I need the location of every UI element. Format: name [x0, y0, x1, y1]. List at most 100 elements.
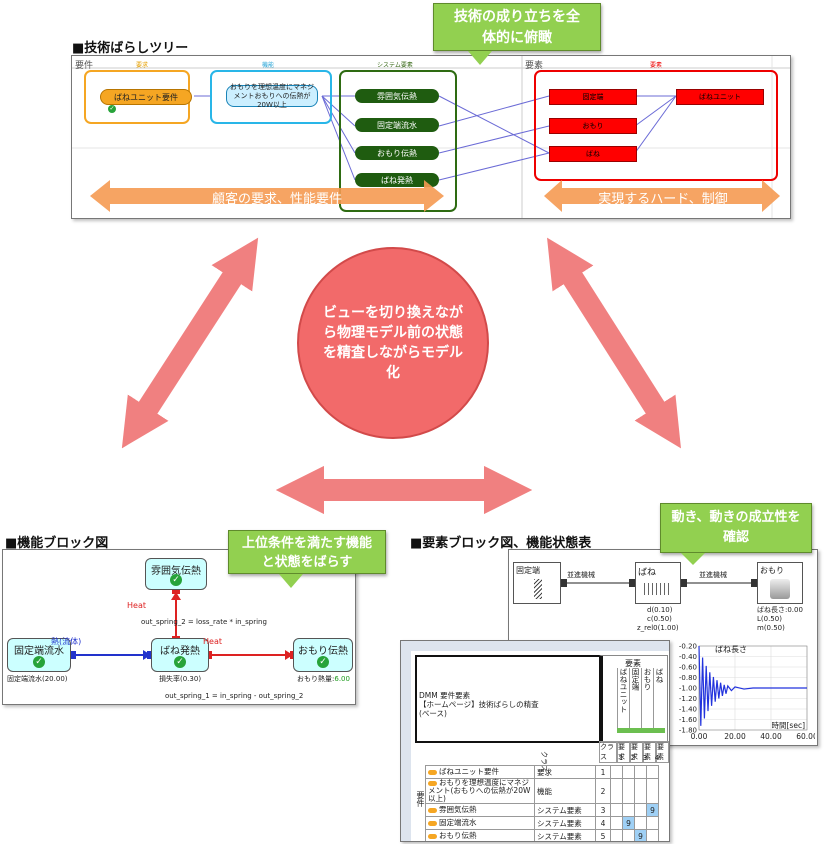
elem-node-label: 固定端	[582, 93, 604, 101]
series-line	[698, 645, 807, 726]
hatch-icon	[534, 579, 542, 599]
sys-group	[339, 70, 457, 212]
row-mark[interactable]	[622, 765, 635, 779]
row-mark[interactable]	[610, 778, 623, 804]
req-node[interactable]: ばねユニット要件	[100, 89, 192, 105]
elem-callout: 動き、動きの成立性を確認	[660, 503, 812, 565]
sys-node-2[interactable]: おもり伝熱	[355, 146, 439, 160]
weight-icon	[770, 579, 790, 599]
tree-callout: 技術の成り立ちを全体的に俯瞰	[433, 3, 601, 65]
sys-node-label: 固定端流水	[377, 120, 417, 130]
row-mark[interactable]	[634, 778, 647, 804]
elem-block-weight[interactable]: おもり	[757, 562, 803, 604]
col-group-label: 要素	[625, 659, 641, 668]
check-icon: ✓	[170, 574, 182, 586]
row-mark[interactable]	[610, 816, 623, 830]
spring-length-chart: -0.20-0.40-0.60-0.80-1.00-1.20-1.40-1.60…	[679, 643, 815, 742]
row-mark[interactable]	[634, 816, 647, 830]
elem-node-3[interactable]: ばね	[549, 146, 637, 162]
row-mark[interactable]	[634, 765, 647, 779]
row-name-text: 固定端流水	[439, 818, 477, 827]
row-mark[interactable]	[610, 765, 623, 779]
row-mark[interactable]	[610, 829, 623, 841]
row-mark[interactable]	[610, 803, 623, 817]
check-icon: ✓	[317, 656, 329, 668]
vert-col-headers: ばねユニット 固定端 おもり ばね	[617, 668, 665, 728]
row-mark[interactable]	[622, 829, 635, 841]
weight-params: ばね長さ:0.00 L(0.50) m(0.50)	[757, 606, 803, 633]
func-block-top[interactable]: 雰囲気伝熱 ✓	[145, 558, 207, 590]
vert-col: おもり	[641, 668, 653, 728]
port-icon	[751, 579, 759, 587]
left-band-label: 顧客の要求、性能要件	[211, 192, 342, 207]
row-mark[interactable]: 9	[634, 829, 647, 841]
tree-bands	[90, 180, 780, 212]
row-mark[interactable]: 9	[622, 816, 635, 830]
center-circle: ビューを切り換えながら物理モデル前の状態を精査しながらモデル化	[297, 247, 489, 439]
elem-node-1[interactable]: ばねユニット	[676, 89, 764, 105]
sys-node-0[interactable]: 雰囲気伝熱	[355, 89, 439, 103]
elem-node-label: ばね	[586, 150, 600, 158]
func-block-mid[interactable]: ばね発熱 ✓	[151, 638, 209, 672]
elem-block-spring[interactable]: ばね	[635, 562, 681, 604]
callout-tail	[468, 51, 492, 65]
conn-label-2: 並進機械	[699, 571, 727, 579]
small-header: 要求	[630, 741, 643, 763]
row-num: 2	[595, 778, 611, 804]
func-node[interactable]: おもりを理想温度にマネジメントおもりへの伝熱が20W以上	[226, 83, 318, 109]
row-mark[interactable]	[646, 829, 659, 841]
col-label-func: 機能	[262, 62, 275, 69]
flow-label: 熱(流体)	[51, 637, 82, 646]
row-mark[interactable]	[634, 803, 647, 817]
elem-group	[534, 70, 778, 181]
row-mark[interactable]: 9	[646, 803, 659, 817]
table-title-box: DMM 要件要素 【ホームページ】技術ばらしの精査 (ベース)	[415, 655, 603, 743]
elem-node-2[interactable]: おもり	[549, 118, 637, 134]
mid-value: 損失率(0.30)	[159, 675, 202, 683]
elem-node-0[interactable]: 固定端	[549, 89, 637, 105]
elem-block-fixed[interactable]: 固定端	[513, 562, 561, 604]
sys-node-3[interactable]: ばね発熱	[355, 173, 439, 187]
sys-node-1[interactable]: 固定端流水	[355, 118, 439, 132]
func-block-right[interactable]: おもり伝熱 ✓	[293, 638, 353, 672]
row-class: システム要素	[534, 816, 596, 830]
weight-param: m(0.50)	[757, 624, 785, 632]
right-band-label: 実現するハード、制御	[598, 192, 728, 207]
row-mark[interactable]	[622, 803, 635, 817]
chart-title: ばね長さ	[715, 645, 747, 654]
row-class: 機能	[534, 778, 596, 804]
spring-param: d(0.10)	[647, 606, 673, 614]
x-tick-label: 0.00	[691, 732, 708, 741]
table-title-line: (ベース)	[419, 709, 447, 718]
spring-icon	[644, 583, 672, 595]
tree-section-title: ■技術ばらしツリー	[72, 41, 189, 56]
row-num: 4	[595, 816, 611, 830]
row-mark[interactable]	[622, 778, 635, 804]
col-num: 3	[642, 754, 648, 762]
col-num: 2	[630, 754, 636, 762]
elem-col-header: 要素 ばねユニット 固定端 おもり ばね	[599, 655, 668, 743]
row-class: 要求	[534, 765, 596, 779]
sheet-header-bar	[401, 641, 669, 651]
row-class: システム要素	[534, 803, 596, 817]
sys-node-label: 雰囲気伝熱	[377, 91, 417, 101]
row-name: 固定端流水	[425, 816, 535, 830]
small-header: 要求	[617, 741, 630, 763]
row-mark[interactable]	[646, 816, 659, 830]
row-mark[interactable]	[646, 765, 659, 779]
y-tick-label: -1.40	[679, 706, 697, 714]
func-block-left[interactable]: 固定端流水 ✓	[7, 638, 71, 672]
port-icon	[172, 586, 180, 594]
tree-callout-text: 技術の成り立ちを全体的に俯瞰	[454, 9, 580, 46]
spring-param: c(0.50)	[647, 615, 672, 623]
port-icon	[559, 579, 567, 587]
row-mark[interactable]	[646, 778, 659, 804]
elem-node-label: おもり	[582, 122, 604, 130]
table-title-line: DMM 要件要素	[419, 691, 471, 700]
x-axis-label: 時間[sec]	[772, 721, 806, 730]
